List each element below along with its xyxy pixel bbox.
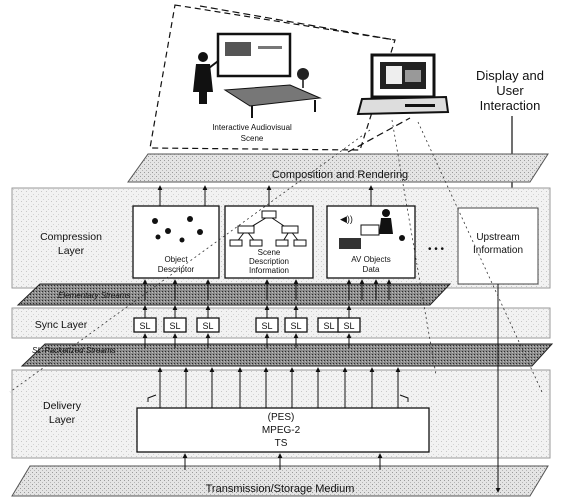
sl-label: SL <box>323 321 334 331</box>
sl-box: SL <box>197 318 219 332</box>
computer-icon <box>358 55 448 114</box>
object-descriptor-line1: Object <box>164 255 188 264</box>
sl-box: SL <box>256 318 278 332</box>
more-objects-ellipsis: • • • <box>428 244 445 255</box>
sl-box: SL <box>134 318 156 332</box>
scene-description-line3: Information <box>249 266 289 275</box>
sl-label: SL <box>139 321 150 331</box>
globe-icon <box>297 68 309 88</box>
display-label-line2: User <box>496 83 524 98</box>
sl-box: SL <box>285 318 307 332</box>
av-objects-line1: AV Objects <box>351 255 390 264</box>
delivery-label-line2: Layer <box>49 414 76 426</box>
composition-label: Composition and Rendering <box>272 169 408 181</box>
sl-box: SL <box>338 318 360 332</box>
mpeg2-line1: (PES) <box>268 412 295 423</box>
display-label-line1: Display and <box>476 68 544 83</box>
transmission-label: Transmission/Storage Medium <box>206 483 355 495</box>
scene-description-box: Scene Description Information <box>225 206 313 278</box>
mpeg2-line2: MPEG-2 <box>262 425 301 436</box>
upstream-line1: Upstream <box>476 232 519 243</box>
scene-caption-line1: Interactive Audiovisual <box>212 123 292 132</box>
scene-group: Interactive Audiovisual Scene <box>150 5 448 152</box>
sl-box: SL <box>318 318 340 332</box>
av-objects-line2: Data <box>363 265 380 274</box>
sync-layer-panel <box>12 308 550 338</box>
sl-box: SL <box>164 318 186 332</box>
whiteboard-content <box>258 46 282 49</box>
display-label-line3: Interaction <box>480 98 541 113</box>
delivery-label-line1: Delivery <box>43 400 82 412</box>
sl-label: SL <box>290 321 301 331</box>
sl-label: SL <box>261 321 272 331</box>
sl-label: SL <box>169 321 180 331</box>
sync-layer-label: Sync Layer <box>35 319 88 331</box>
scene-description-line2: Description <box>249 257 289 266</box>
scene-description-line1: Scene <box>258 248 281 257</box>
upstream-line2: Information <box>473 245 523 256</box>
sl-packetized-label: SL-Packetized Streams <box>32 346 116 355</box>
object-descriptor-box: Object Descriptor <box>133 206 219 278</box>
desk-icon <box>225 85 320 106</box>
av-objects-box: ◀)) AV Objects Data <box>327 206 415 278</box>
compression-label-line2: Layer <box>58 245 85 257</box>
elementary-streams-label: Elementary Streams <box>58 291 130 300</box>
sl-label: SL <box>202 321 213 331</box>
mpeg2-ts-box: (PES) MPEG-2 TS <box>137 408 429 452</box>
compression-label-line1: Compression <box>40 231 102 243</box>
projection-ray-bottom <box>348 118 410 152</box>
upstream-information-box: Upstream Information <box>458 208 538 284</box>
sl-label: SL <box>343 321 354 331</box>
display-interaction-label: Display and User Interaction <box>476 68 544 113</box>
scene-caption-line2: Scene <box>241 134 264 143</box>
mpeg2-line3: TS <box>275 438 288 449</box>
speaker-icon: ◀)) <box>340 214 353 224</box>
object-descriptor-line2: Descriptor <box>158 265 195 274</box>
whiteboard-content <box>225 42 251 56</box>
